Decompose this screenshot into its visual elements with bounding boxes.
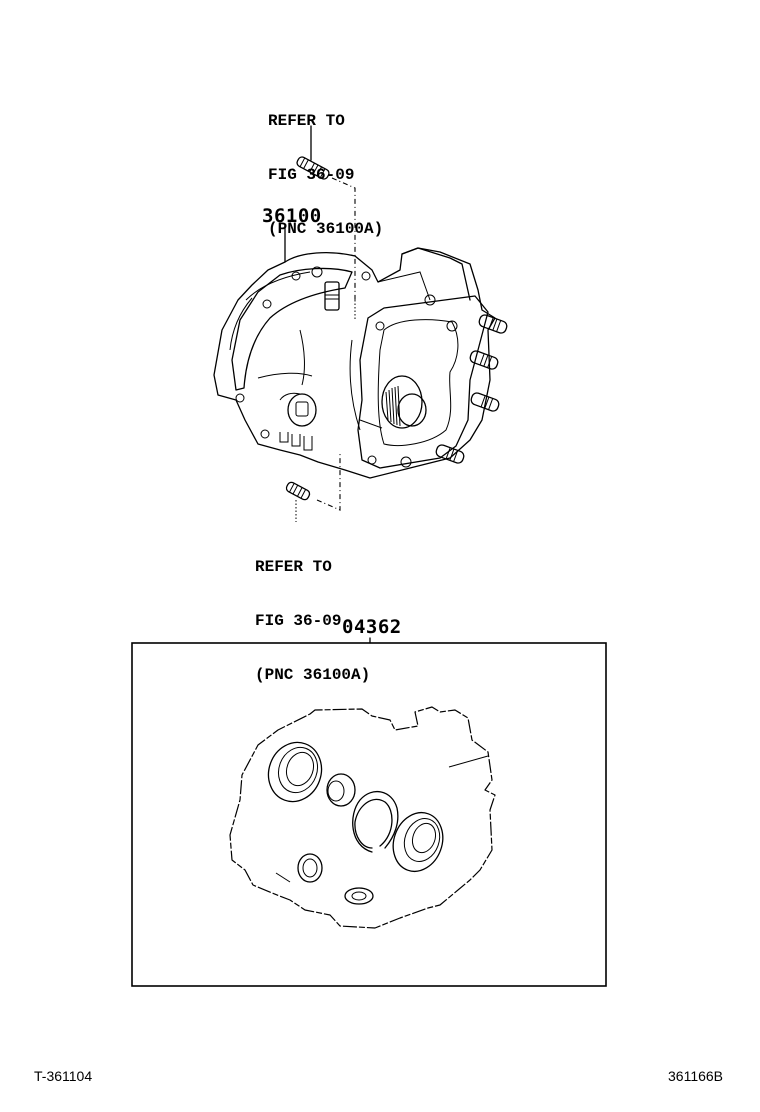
bottom-reference-callout: REFER TO FIG 36-09 (PNC 36100A) <box>255 522 370 720</box>
top-stud-bolt <box>296 125 356 300</box>
callout-line: (PNC 36100A) <box>255 666 371 684</box>
top-reference-callout: REFER TO FIG 36-09 (PNC 36100A) <box>268 76 383 274</box>
illustration-code-left: T-361104 <box>34 1068 93 1084</box>
callout-line: REFER TO <box>255 558 332 576</box>
kit-part-number[interactable]: 04362 <box>342 616 402 638</box>
transfer-case-assembly <box>213 247 508 479</box>
callout-line: FIG 36-09 <box>268 166 355 184</box>
callout-line: REFER TO <box>268 112 345 130</box>
callout-line: FIG 36-09 <box>255 612 342 630</box>
bottom-stud-bolt <box>285 454 341 522</box>
illustration-code-right: 361166B <box>668 1068 724 1084</box>
gasket-kit-box <box>131 637 607 987</box>
callout-line: (PNC 36100A) <box>268 220 384 238</box>
assembly-part-number[interactable]: 36100 <box>262 205 322 227</box>
